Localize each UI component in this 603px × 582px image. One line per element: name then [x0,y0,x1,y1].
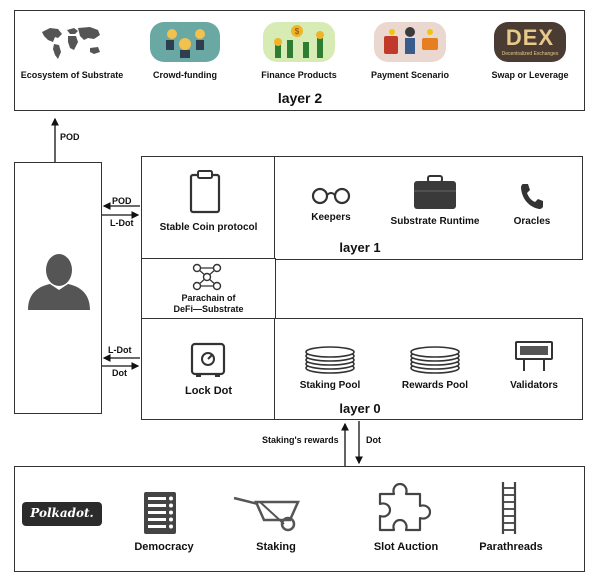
layer-1-title: layer 1 [339,240,381,255]
layer-2-title: layer 2 [277,90,323,106]
world-map-icon [38,22,104,62]
layer2-item-label: Payment Scenario [370,70,450,80]
ldot-left-label: L-Dot [108,345,132,355]
lock-dot-cell [141,318,276,420]
user-avatar-icon [26,250,92,310]
dex-logo-subtext: Decentralized Exchanges [501,51,559,57]
parachain-label-line1: Parachain of [181,293,236,303]
layer1-item-label: Substrate Runtime [390,216,480,227]
relay-item-label: Democracy [134,541,194,553]
wheelbarrow-icon [232,492,304,532]
relay-item-label: Staking [256,541,296,553]
ladder-icon [499,480,519,536]
layer1-item-label: Oracles [513,216,551,227]
layer2-item-label: Ecosystem of Substrate [20,70,124,80]
payment-scenario-icon [374,22,446,62]
briefcase-icon [412,175,458,211]
layer0-item-label: Rewards Pool [401,380,469,391]
puzzle-piece-icon [376,480,434,534]
layer0-item-label: Validators [510,380,558,391]
polkadot-logo-icon: Polkadot. [22,502,102,526]
pod-left-label: POD [112,196,132,206]
pod-up-label: POD [60,132,80,142]
svg-text:$: $ [295,27,300,36]
signboard-icon [514,340,554,372]
dex-logo-icon: DEX Decentralized Exchanges [494,22,566,62]
stable-coin-label: Stable Coin protocol [159,222,258,233]
coin-stack-icon [304,346,356,374]
safe-icon [190,342,226,378]
dex-logo-text: DEX [505,25,555,50]
layer2-item-label: Swap or Leverage [491,70,569,80]
user-panel [14,162,102,414]
ldot-right-label: L-Dot [110,218,134,228]
glasses-icon [310,186,352,206]
relay-item-label: Slot Auction [373,541,439,553]
phone-icon [519,182,545,210]
relay-item-label: Parathreads [479,541,543,553]
lock-dot-label: Lock Dot [184,385,233,397]
layer2-item-label: Crowd-funding [153,70,217,80]
coin-stack-icon [409,346,461,374]
ballot-list-icon [142,490,178,536]
finance-products-icon: $ [263,22,335,62]
clipboard-icon [188,170,222,214]
crowdfunding-icon [150,22,220,62]
layer-0-title: layer 0 [339,401,381,416]
polkadot-logo-text: Polkadot. [30,506,94,520]
parachain-label-line2: DeFi—Substrate [173,304,244,314]
dot-right-label: Dot [112,368,127,378]
layer0-item-label: Staking Pool [299,380,361,391]
layer2-item-label: Finance Products [261,70,337,80]
dot-down-label: Dot [366,435,381,445]
staking-rewards-label: Staking's rewards [262,435,339,445]
network-nodes-icon [190,262,224,292]
relay-chain-panel [14,466,585,572]
layer1-item-label: Keepers [311,212,351,223]
